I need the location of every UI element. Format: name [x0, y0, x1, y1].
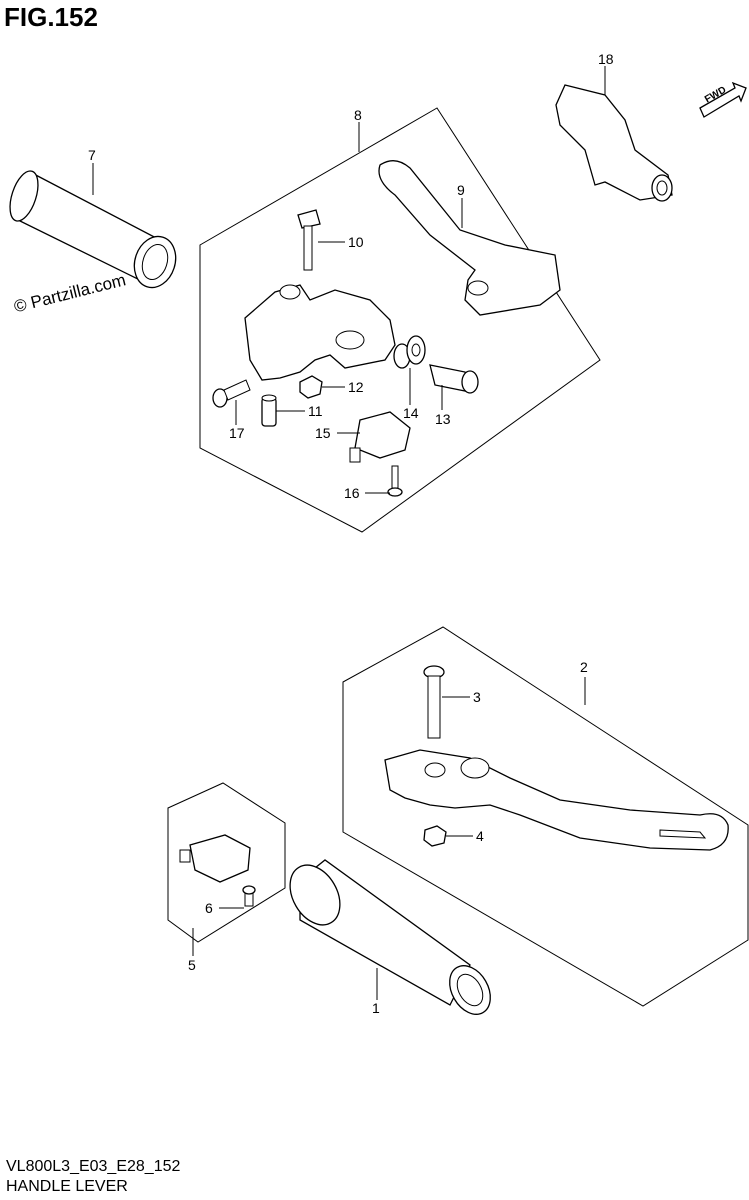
screw-part-16	[387, 465, 403, 497]
callout-3: 3	[473, 689, 481, 705]
callout-18: 18	[598, 51, 614, 67]
group-frame-2	[342, 626, 749, 1007]
adjust-screw-part-13	[429, 364, 479, 394]
screw-part-17	[212, 379, 251, 408]
callout-14: 14	[403, 405, 419, 421]
callout-13: 13	[435, 411, 451, 427]
nut-part-12	[299, 375, 323, 399]
brake-lever-part-2	[384, 749, 729, 851]
callout-8: 8	[354, 107, 362, 123]
figure-title: FIG.152	[4, 2, 98, 32]
lever-bracket-part-8	[244, 284, 396, 381]
callout-9: 9	[457, 182, 465, 198]
callout-1: 1	[372, 1000, 380, 1016]
fwd-arrow-icon	[699, 81, 747, 118]
bolt-part-10	[297, 209, 321, 271]
diagram-name: HANDLE LEVER	[6, 1178, 128, 1195]
callout-7: 7	[88, 147, 96, 163]
bolt-part-3	[423, 665, 445, 739]
screw-part-6	[242, 885, 256, 907]
leader-lines	[92, 66, 606, 1000]
diagram-code: VL800L3_E03_E28_152	[6, 1158, 181, 1175]
callout-11: 11	[308, 403, 323, 419]
adjuster-part-14	[393, 335, 426, 369]
callout-6: 6	[205, 900, 213, 916]
throttle-grip-part-1	[289, 859, 491, 1015]
callout-16: 16	[344, 485, 360, 501]
callout-17: 17	[229, 425, 245, 441]
callout-10: 10	[348, 234, 364, 250]
grip-left-part-7	[9, 170, 177, 289]
collar-part-11	[261, 394, 277, 427]
callout-12: 12	[348, 379, 364, 395]
clutch-lever-part-9	[378, 160, 561, 316]
callout-2: 2	[580, 659, 588, 675]
group-frame-5	[167, 782, 286, 943]
callout-15: 15	[315, 425, 331, 441]
cover-part-18	[555, 84, 673, 202]
nut-part-4	[423, 825, 447, 847]
switch-part-15	[349, 411, 411, 463]
switch-part-5	[179, 834, 251, 883]
callout-4: 4	[476, 828, 484, 844]
callout-5: 5	[188, 957, 196, 973]
group-frame-8	[199, 107, 601, 533]
